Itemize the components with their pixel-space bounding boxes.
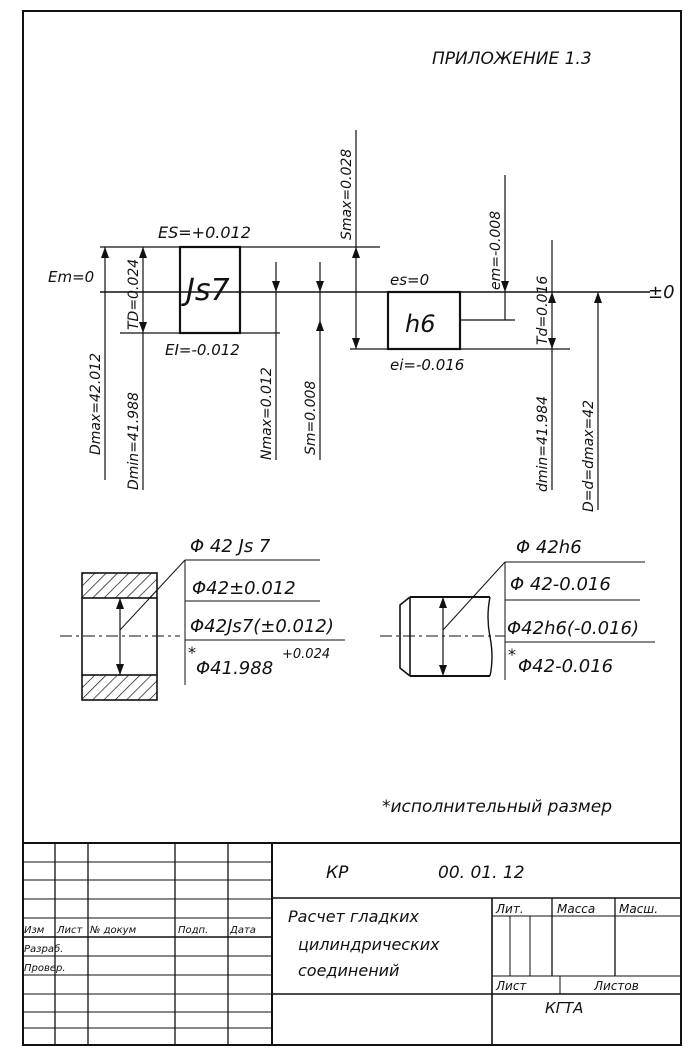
title-block [22, 842, 682, 1044]
sm-label: Sm=0.008 [303, 381, 319, 455]
drawing-sheet [22, 10, 682, 1046]
em-value-label: em=-0.008 [488, 211, 504, 290]
appendix-label: ПРИЛОЖЕНИЕ 1.3 [432, 49, 592, 69]
lit-label: Лит. [495, 902, 524, 916]
row-razrab: Разраб. [24, 943, 63, 955]
shaft-callout-line2: Φ42h6(-0.016) [507, 618, 639, 639]
col-izm: Изм [24, 925, 45, 936]
shaft-callout-line3: Φ42-0.016 [518, 656, 613, 677]
zero-line-label: ±0 [648, 282, 675, 303]
row-prover: Провер. [24, 963, 66, 974]
shaft-callout-line1: Φ 42-0.016 [510, 574, 611, 595]
masshtab-label: Масш. [619, 902, 658, 916]
dmin-shaft-label: dmin=41.984 [535, 396, 551, 492]
es-label: ES=+0.012 [158, 223, 251, 242]
nmax-label: Nmax=0.012 [259, 367, 275, 460]
hole-field-label: Js7 [181, 273, 230, 308]
dmax-label: Dmax=42.012 [88, 353, 104, 455]
massa-label: Масса [557, 902, 595, 916]
hole-callout-title: Φ 42 Js 7 [190, 536, 271, 557]
doc-title-line1: Расчет гладких [288, 907, 420, 926]
ddmax-label: D=d=dmax=42 [581, 400, 597, 512]
org-label: КГТА [545, 999, 583, 1017]
shaft-callout-title: Φ 42h6 [516, 537, 582, 558]
hole-callout-line2: Φ42Js7(±0.012) [190, 616, 334, 637]
doc-title-line2: цилиндрических [298, 935, 440, 954]
shaft-es-label: es=0 [390, 271, 429, 289]
hole-callout-star: * [188, 643, 196, 662]
shaft-callout-star: * [508, 645, 516, 664]
col-ndoc: № докум [89, 925, 137, 936]
list-label: Лист [495, 979, 527, 993]
footnote: *исполнительный размер [382, 797, 612, 817]
hole-sketch [60, 559, 345, 701]
doc-title-line3: соединений [298, 961, 399, 980]
hole-callout-sup: +0.024 [282, 647, 330, 662]
doc-code: 00. 01. 12 [438, 863, 525, 883]
td-shaft-label: Td=0.016 [535, 276, 551, 345]
doc-code-prefix: КР [326, 863, 349, 883]
dmin-label: Dmin=41.988 [126, 392, 142, 490]
shaft-ei-label: ei=-0.016 [390, 356, 464, 374]
col-list: Лист [56, 925, 84, 936]
listov-label: Листов [593, 979, 639, 993]
col-data: Дата [229, 925, 256, 936]
hole-callout-line1: Φ42±0.012 [192, 578, 296, 599]
ei-label: EI=-0.012 [165, 341, 240, 359]
hole-callout-line3: Φ41.988 [196, 658, 273, 679]
smax-label: Smax=0.028 [339, 149, 355, 240]
col-podp: Подп. [178, 925, 208, 936]
shaft-field-label: h6 [405, 310, 435, 338]
em-label: Em=0 [48, 268, 94, 286]
td-hole-label: TD=0.024 [126, 259, 142, 330]
shaft-sketch [380, 561, 655, 680]
